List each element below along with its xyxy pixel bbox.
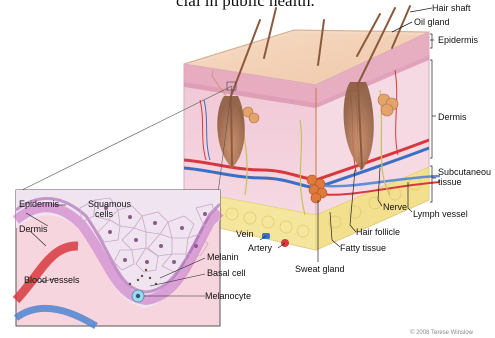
label-inset-dermis: Dermis [19,224,48,234]
label-vein: Vein [236,229,254,239]
label-fatty-tissue: Fatty tissue [340,243,386,253]
label-basal-cell: Basal cell [207,268,246,278]
label-nerve: Nerve [383,202,407,212]
label-blood-vessels: Blood vessels [24,275,80,285]
inset-magnified-view [16,190,220,326]
label-squamous: Squamous [88,199,131,209]
label-squamous-cells: cells [95,209,113,219]
label-inset-epidermis: Epidermis [19,199,59,209]
label-subcutaneous: Subcutaneou [438,167,495,177]
label-hair-shaft: Hair shaft [432,3,471,13]
label-hair-follicle: Hair follicle [356,227,400,237]
label-dermis: Dermis [438,112,467,122]
label-epidermis: Epidermis [438,35,478,45]
label-melanocyte: Melanocyte [205,291,251,301]
label-sweat-gland: Sweat gland [295,264,345,274]
label-artery: Artery [248,243,272,253]
label-melanin: Melanin [207,252,239,262]
copyright-credit: © 2008 Terese Winslow [410,330,473,336]
label-oil-gland: Oil gland [414,17,450,27]
label-subcutaneous-tissue: tissue [438,177,462,187]
label-lymph-vessel: Lymph vessel [413,209,468,219]
